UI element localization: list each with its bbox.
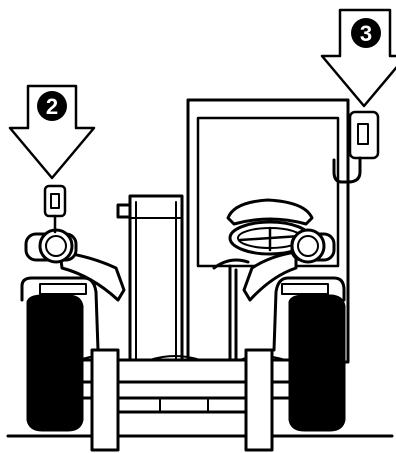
left-tire (28, 296, 82, 430)
right-tire (290, 296, 344, 430)
callout-3-label: 3 (360, 21, 372, 46)
boom (118, 196, 182, 366)
callout-2-label: 2 (46, 94, 58, 119)
callout-arrow-2: 2 (10, 86, 94, 178)
left-connector (45, 186, 65, 232)
callout-arrow-3: 3 (322, 10, 396, 106)
